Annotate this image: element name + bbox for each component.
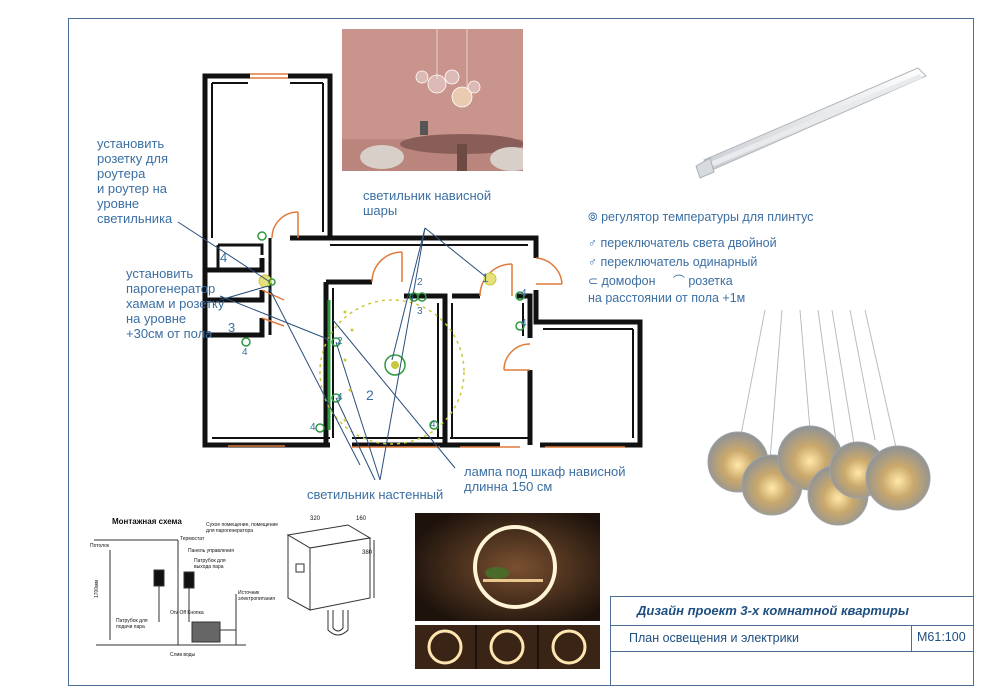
- sheet-name: План освещения и электрики: [629, 631, 800, 645]
- sheet-code: М61:100: [917, 630, 966, 644]
- room-number-3: 3: [228, 320, 236, 335]
- mount-scheme: Монтажная схема Потолок Термостат Панель…: [90, 516, 375, 658]
- project-title: Дизайн проект 3-х комнатной квартиры: [637, 603, 909, 618]
- cabinet-lamp-note: лампа под шкаф нависной длинна 150 см: [464, 464, 626, 494]
- ring-lamp-variants: [415, 625, 600, 669]
- intercom-icon: ⊂: [588, 274, 599, 288]
- sheet-frame: [68, 18, 974, 686]
- switch-number: 4: [242, 347, 248, 358]
- switch-number: 4: [337, 392, 343, 403]
- thermostat-icon: ⦾: [588, 210, 598, 224]
- room-number-1: 1: [482, 271, 489, 285]
- switch-number: 3: [417, 306, 423, 317]
- cluster-pendant-photo: [707, 310, 931, 526]
- room-number-4: 4: [220, 250, 228, 265]
- switch-number: 4: [430, 419, 436, 430]
- title-block: Дизайн проект 3-х комнатной квартиры Пла…: [610, 596, 974, 686]
- wall-light-note: светильник настенный: [307, 487, 444, 502]
- ring-lamp-photo: [415, 513, 600, 621]
- pendant-photo: [342, 29, 523, 171]
- switch-number: 4: [521, 318, 527, 329]
- double-switch-icon: ♂: [588, 236, 597, 250]
- socket-icon: ⌒: [672, 274, 685, 288]
- switch-number: 4: [521, 288, 527, 299]
- switch-number: 4: [310, 422, 316, 433]
- switch-number: 2: [337, 336, 343, 347]
- single-switch-icon: ♂: [588, 255, 597, 269]
- linear-lamp-photo: [695, 67, 927, 179]
- switch-number: 2: [417, 277, 423, 288]
- room-number-2: 2: [366, 387, 374, 403]
